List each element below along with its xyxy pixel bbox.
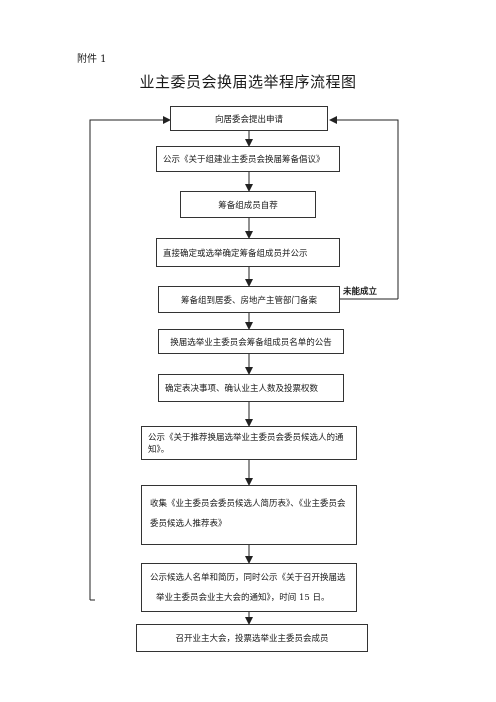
step-publish-preparation-initiative: 公示《关于组建业主委员会换届筹备倡议》 — [156, 146, 340, 172]
step-announce-member-list: 换届选举业主委员会筹备组成员名单的公告 — [158, 329, 344, 354]
right-loop-line — [329, 116, 399, 299]
page-title: 业主委员会换届选举程序流程图 — [139, 73, 357, 91]
step-confirm-preparation-members: 直接确定或选举确定筹备组成员并公示 — [156, 238, 340, 267]
step-collect-candidate-forms: 收集《业主委员会委员候选人简历表》、《业主委员会 委员候选人推荐表》 — [141, 485, 357, 545]
step-collect-line-2: 委员候选人推荐表》 — [150, 519, 227, 529]
step-apply-to-committee: 向居委会提出申请 — [170, 106, 328, 131]
attachment-label: 附件 1 — [77, 54, 107, 65]
step-filing-record: 筹备组到居委、房地产主管部门备案 — [158, 286, 340, 313]
left-loop-line — [89, 116, 171, 600]
step-publish-line-1: 公示候选人名单和简历，同时公示《关于召开换届选 — [150, 573, 346, 583]
step-collect-line-1: 收集《业主委员会委员候选人简历表》、《业主委员会 — [150, 499, 346, 509]
step-publish-candidates: 公示候选人名单和简历，同时公示《关于召开换届选 举业主委员会业主大会的通知》，时… — [141, 563, 357, 612]
step-self-nomination: 筹备组成员自荐 — [180, 191, 316, 218]
step-confirm-voting-matters: 确定表决事项、确认业主人数及投票权数 — [158, 374, 344, 402]
failure-note: 未能成立 — [343, 287, 378, 297]
step-publish-line-2: 举业主委员会业主大会的通知》，时间 15 日。 — [156, 593, 330, 603]
step-owners-general-meeting: 召开业主大会，投票选举业主委员会成员 — [136, 624, 368, 652]
step-publish-candidate-notice: 公示《关于推荐换届选举业主委员会委员候选人的通知》。 — [141, 426, 357, 460]
